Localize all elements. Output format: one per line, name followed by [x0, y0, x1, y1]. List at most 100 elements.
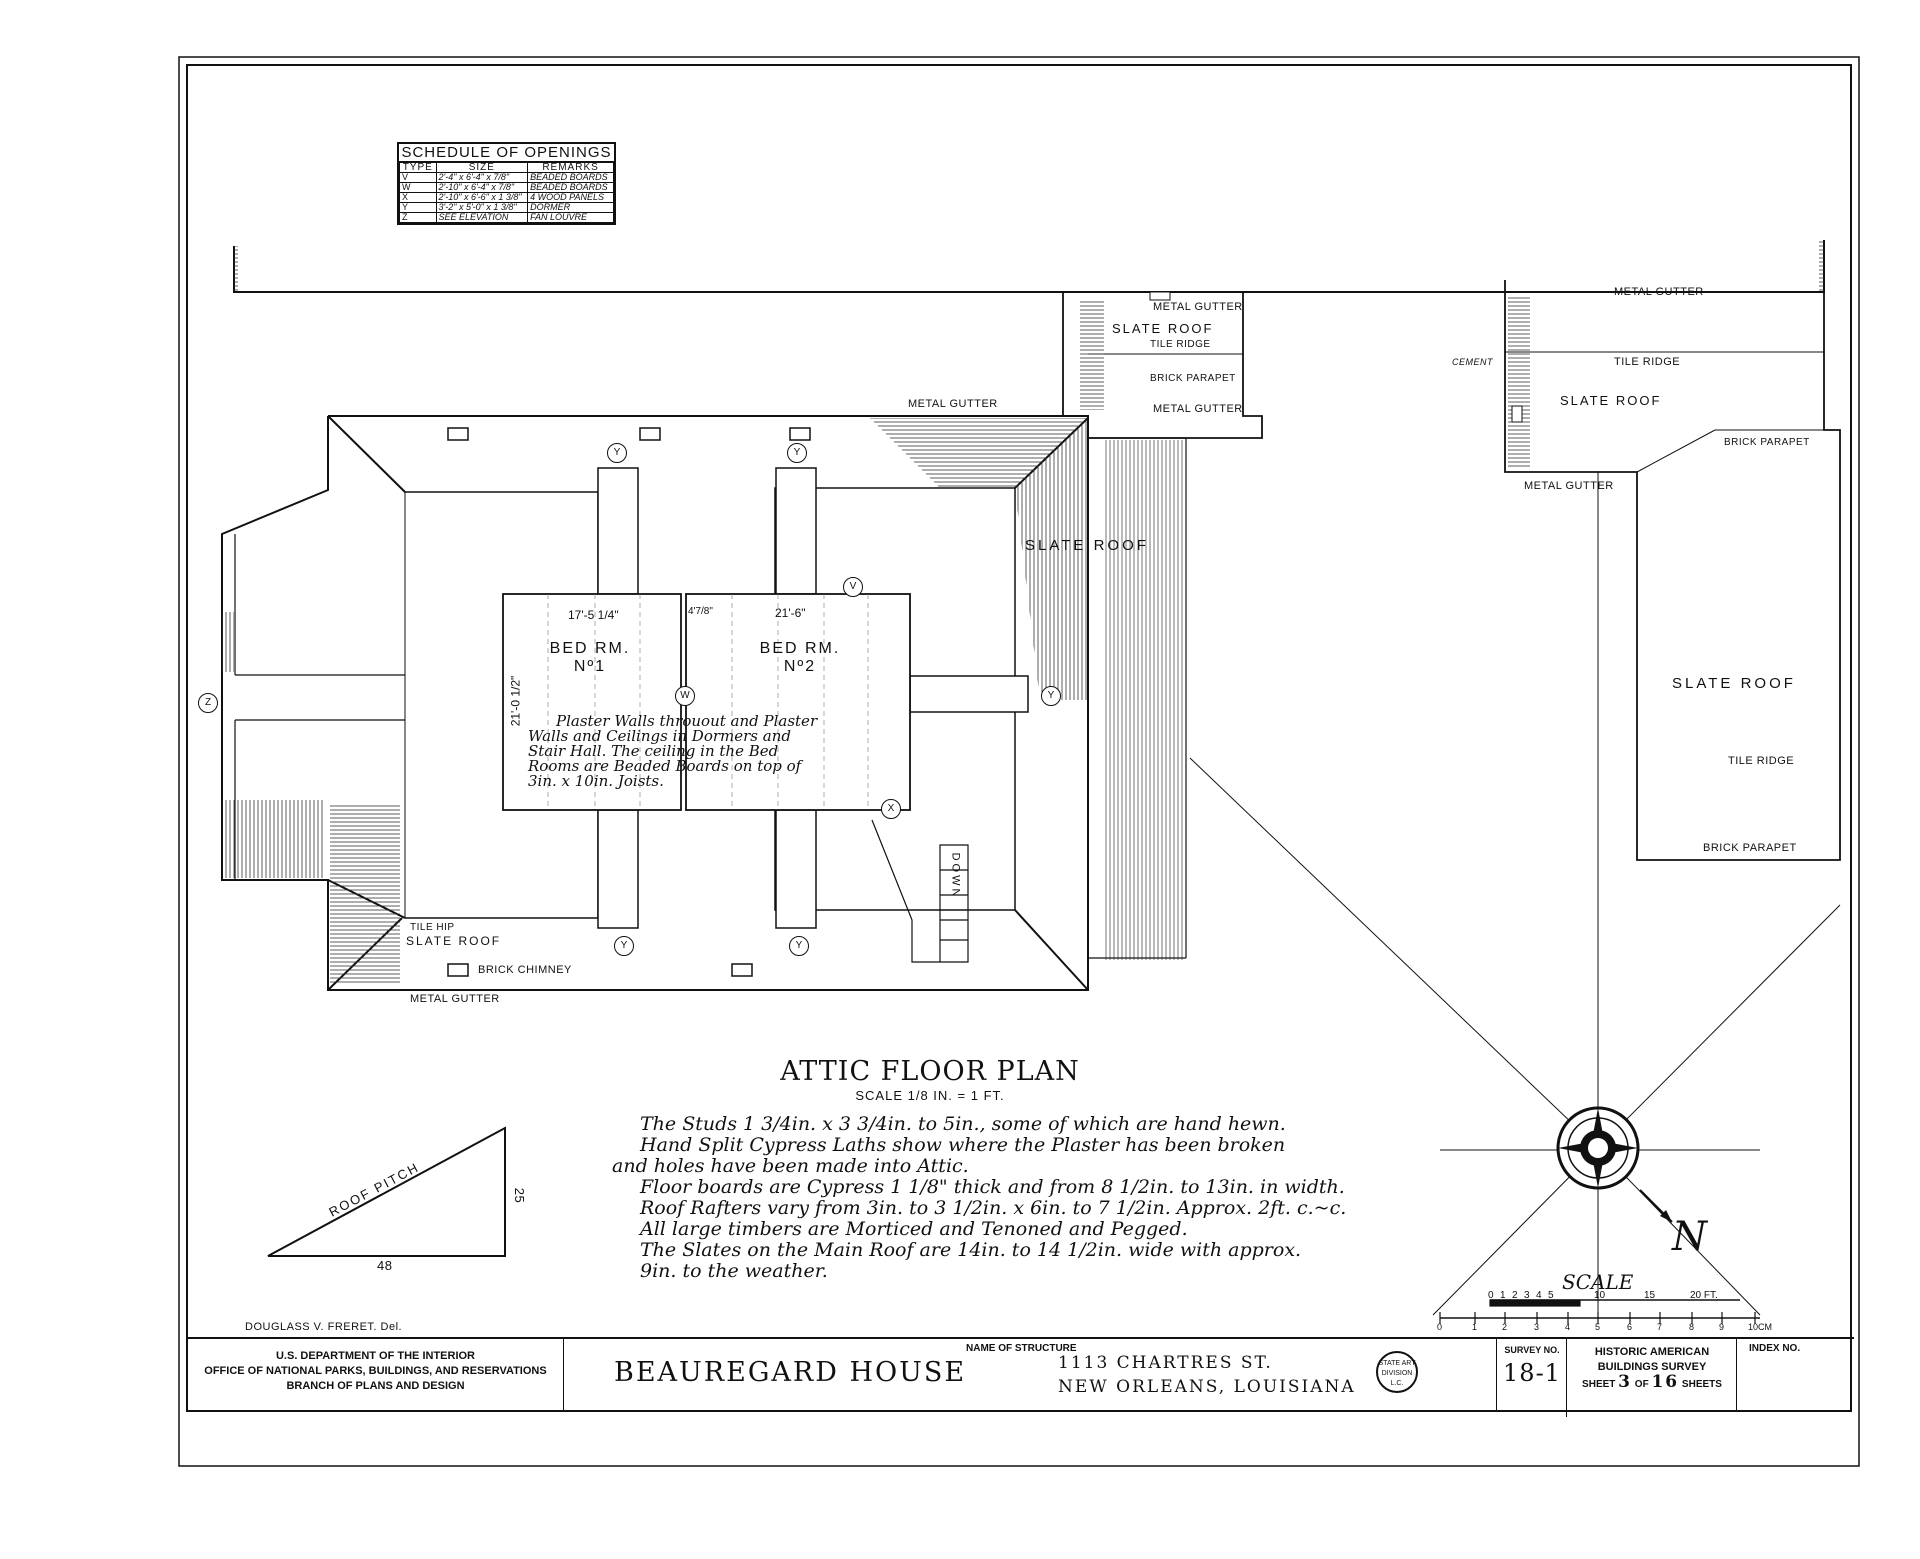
habs-cell: HISTORIC AMERICAN BUILDINGS SURVEY SHEET… [1566, 1339, 1737, 1417]
delineator: DOUGLASS V. FRERET. Del. [245, 1321, 403, 1333]
party-wall [233, 240, 1825, 293]
plaster-note-line: Stair Hall. The ceiling in the Bed [528, 742, 779, 760]
scale-cm-tick: 0 [1437, 1322, 1443, 1332]
dimension-depth: 21'-0 1/2" [508, 675, 523, 727]
note-line: and holes have been made into Attic. [612, 1155, 969, 1177]
opening-tag-w: W [675, 686, 695, 706]
stair [871, 819, 969, 963]
plaster-note-line: Plaster Walls throuout and Plaster [556, 712, 818, 730]
schedule-cell: 3'-2" x 5'-0" x 1 3/8" [435, 202, 529, 213]
north-point-construction [1189, 472, 1841, 1316]
schedule-cell: X [399, 192, 437, 203]
structure-name: BEAUREGARD HOUSE [614, 1357, 967, 1388]
address-line-1: 1113 CHARTRES ST. [1058, 1353, 1273, 1373]
schedule-cell: 2'-10" x 6'-6" x 1 3/8" [435, 192, 529, 203]
scale-tick: 1 [1500, 1290, 1506, 1301]
scale-cm-tick: 8 [1689, 1322, 1695, 1332]
opening-tag-y: Y [607, 443, 627, 463]
dimension-bed-2-width: 21'-6" [775, 606, 806, 620]
opening-tag-y: Y [614, 936, 634, 956]
small-roof-section [1062, 291, 1263, 439]
room-name: BED RM. [549, 640, 631, 657]
scale-cm-tick: 3 [1534, 1322, 1540, 1332]
address-line-2: NEW ORLEANS, LOUISIANA [1058, 1377, 1356, 1397]
roof-pitch-run: 48 [377, 1258, 393, 1273]
label-brick-parapet: BRICK PARAPET [1703, 842, 1797, 854]
scale-tick: 4 [1536, 1290, 1542, 1301]
label-slate-roof: SLATE ROOF [1560, 393, 1662, 408]
schedule-row: W 2'-10" x 6'-4" x 7/8" BEADED BOARDS [399, 182, 614, 193]
dimension-bed-1-width: 17'-5 1/4" [568, 608, 619, 622]
scale-cm-tick: 2 [1502, 1322, 1508, 1332]
schedule-cell: V [399, 172, 437, 183]
structure-name-label: NAME OF STRUCTURE [966, 1343, 1077, 1354]
schedule-cell: W [399, 182, 437, 193]
index-label: INDEX NO. [1749, 1343, 1801, 1354]
scale-tick: 5 [1548, 1290, 1554, 1301]
schedule-header: SIZE [435, 162, 529, 173]
label-metal-gutter: METAL GUTTER [410, 993, 500, 1005]
label-metal-gutter: METAL GUTTER [1614, 286, 1704, 298]
schedule-cell: BEADED BOARDS [527, 172, 614, 183]
label-tile-hip: TILE HIP [410, 922, 455, 933]
schedule-row: Z SEE ELEVATION FAN LOUVRE [399, 212, 614, 223]
dormers [597, 467, 1029, 929]
roof-pitch-rise: 25 [512, 1187, 528, 1204]
ceiling-boards [547, 594, 869, 810]
scale-tick: 3 [1524, 1290, 1530, 1301]
scale-cm-tick: 4 [1565, 1322, 1571, 1332]
plaster-note: Plaster Walls throuout and Plaster Walls… [528, 714, 817, 789]
scale-cm-tick: 10CM [1748, 1322, 1773, 1332]
schedule-cell: Y [399, 202, 437, 213]
note-line: The Studs 1 3/4in. x 3 3/4in. to 5in., s… [640, 1113, 1286, 1135]
note-line: Floor boards are Cypress 1 1/8" thick an… [640, 1176, 1345, 1198]
schedule-of-openings: SCHEDULE OF OPENINGS TYPE SIZE REMARKS V… [397, 142, 616, 225]
north-arrow-label: N [1672, 1214, 1707, 1260]
label-brick-parapet: BRICK PARAPET [1150, 373, 1236, 384]
scale-tick: 2 [1512, 1290, 1518, 1301]
agency-line: BRANCH OF PLANS AND DESIGN [286, 1380, 465, 1392]
stair-down-label: DOWN [949, 852, 962, 900]
opening-tag-z: Z [198, 693, 218, 713]
roof-hatching [222, 418, 1185, 985]
drawing-scale: SCALE 1/8 IN. = 1 FT. [855, 1088, 1005, 1103]
agency-line: OFFICE OF NATIONAL PARKS, BUILDINGS, AND… [204, 1365, 547, 1377]
agency-line: U.S. DEPARTMENT OF THE INTERIOR [275, 1350, 476, 1362]
label-slate-roof: SLATE ROOF [406, 934, 502, 948]
label-slate-roof-wing: SLATE ROOF [1672, 675, 1796, 692]
bedrooms [502, 593, 911, 811]
label-brick-chimney: BRICK CHIMNEY [478, 964, 572, 976]
right-wing [1504, 280, 1841, 861]
survey-number: 18-1 [1503, 1359, 1561, 1387]
note-line: 9in. to the weather. [640, 1260, 828, 1282]
scale-cm-tick: 5 [1595, 1322, 1601, 1332]
label-slate-roof-main: SLATE ROOF [1025, 537, 1149, 554]
roof-pitch-triangle [267, 1126, 506, 1257]
room-number: Nº1 [573, 658, 607, 675]
note-line: Roof Rafters vary from 3in. to 3 1/2in. … [640, 1197, 1347, 1219]
schedule-cell: Z [399, 212, 437, 223]
schedule-cell: DORMER [527, 202, 614, 213]
scale-tick: 0 [1488, 1290, 1496, 1301]
scale-tick: 20 FT. [1690, 1290, 1718, 1301]
opening-tag-y: Y [789, 936, 809, 956]
schedule-header: REMARKS [527, 162, 614, 173]
agency-cell: U.S. DEPARTMENT OF THE INTERIOR OFFICE O… [188, 1339, 563, 1421]
schedule-cell: 4 WOOD PANELS [527, 192, 614, 203]
state-art-division-seal: STATE ART DIVISION L.C. [1376, 1351, 1418, 1393]
drawing-title: ATTIC FLOOR PLAN [780, 1056, 1080, 1087]
label-metal-gutter: METAL GUTTER [1524, 480, 1614, 492]
label-metal-gutter: METAL GUTTER [1153, 403, 1243, 415]
scale-cm-tick: 7 [1657, 1322, 1663, 1332]
survey-cell: SURVEY NO. 18-1 [1496, 1339, 1567, 1411]
room-label-bed-2: BED RM. Nº2 [750, 640, 850, 676]
schedule-row: Y 3'-2" x 5'-0" x 1 3/8" DORMER [399, 202, 614, 213]
sheet-number: 3 [1618, 1372, 1633, 1392]
room-label-bed-1: BED RM. Nº1 [540, 640, 640, 676]
construction-notes: The Studs 1 3/4in. x 3 3/4in. to 5in., s… [612, 1114, 1346, 1282]
sheet-of: OF [1634, 1379, 1649, 1390]
schedule-cell: FAN LOUVRE [527, 212, 614, 223]
schedule-header: TYPE [399, 162, 437, 173]
sheet-count: SHEET 3 OF 16 SHEETS [1567, 1372, 1737, 1392]
